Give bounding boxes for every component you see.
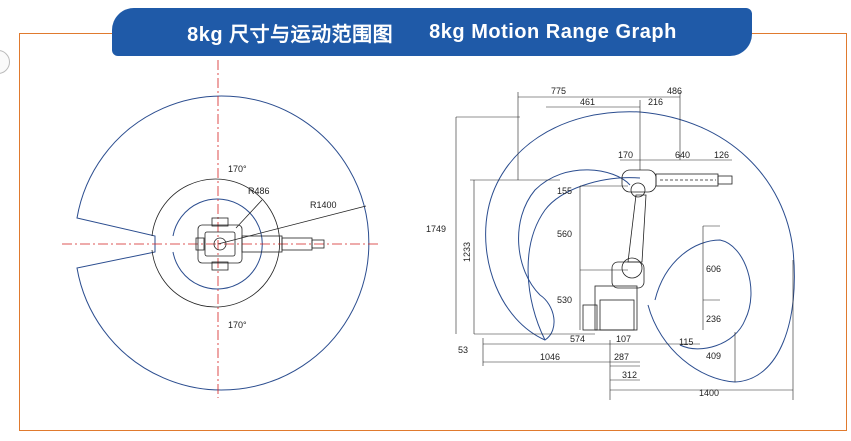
dim-287: 287 bbox=[614, 352, 629, 362]
inner-radius-leader bbox=[235, 199, 263, 229]
dim-115: 115 bbox=[679, 337, 693, 347]
dim-236: 236 bbox=[706, 314, 721, 324]
inner-range-curve bbox=[151, 178, 280, 308]
dim-216: 216 bbox=[648, 97, 663, 107]
dim-170: 170 bbox=[618, 150, 633, 160]
title-cn: 8kg 尺寸与运动范围图 bbox=[187, 23, 394, 46]
outer-range-curve bbox=[76, 95, 370, 391]
outer-reach-curve bbox=[485, 111, 795, 383]
dim-107: 107 bbox=[616, 334, 631, 344]
dim-640: 640 bbox=[675, 150, 690, 160]
dim-606: 606 bbox=[706, 264, 721, 274]
dim-312: 312 bbox=[622, 370, 637, 380]
outer-radius-label: R1400 bbox=[310, 200, 337, 210]
dim-775: 775 bbox=[551, 86, 566, 96]
title-en: 8kg Motion Range Graph bbox=[429, 20, 677, 43]
top-view: 170° 170° R486 R1400 bbox=[62, 60, 378, 398]
inner-radius-label: R486 bbox=[248, 186, 270, 196]
dim-530: 530 bbox=[557, 295, 572, 305]
dim-461: 461 bbox=[580, 97, 595, 107]
outer-radius-leader bbox=[217, 205, 367, 245]
dim-1400: 1400 bbox=[699, 388, 719, 398]
robot-top-icon bbox=[195, 217, 325, 271]
dim-53: 53 bbox=[458, 345, 468, 355]
dim-560: 560 bbox=[557, 229, 572, 239]
inner-reach-curve bbox=[527, 177, 641, 341]
side-view: 775 461 216 486 170 640 126 1749 1233 53… bbox=[426, 86, 795, 400]
dim-126: 126 bbox=[714, 150, 729, 160]
dim-486: 486 bbox=[667, 86, 682, 96]
dimension-lines bbox=[455, 92, 794, 400]
angle-top-label: 170° bbox=[228, 164, 247, 174]
dim-1046: 1046 bbox=[540, 352, 560, 362]
dim-1749: 1749 bbox=[426, 224, 446, 234]
dim-1233: 1233 bbox=[462, 242, 472, 262]
title-banner: 8kg 尺寸与运动范围图 8kg Motion Range Graph bbox=[112, 8, 752, 56]
dim-409: 409 bbox=[706, 351, 721, 361]
robot-side-icon bbox=[582, 169, 733, 331]
inner-lower-curve bbox=[654, 239, 752, 350]
dim-574: 574 bbox=[570, 334, 585, 344]
dim-155: 155 bbox=[557, 186, 572, 196]
angle-bottom-label: 170° bbox=[228, 320, 247, 330]
